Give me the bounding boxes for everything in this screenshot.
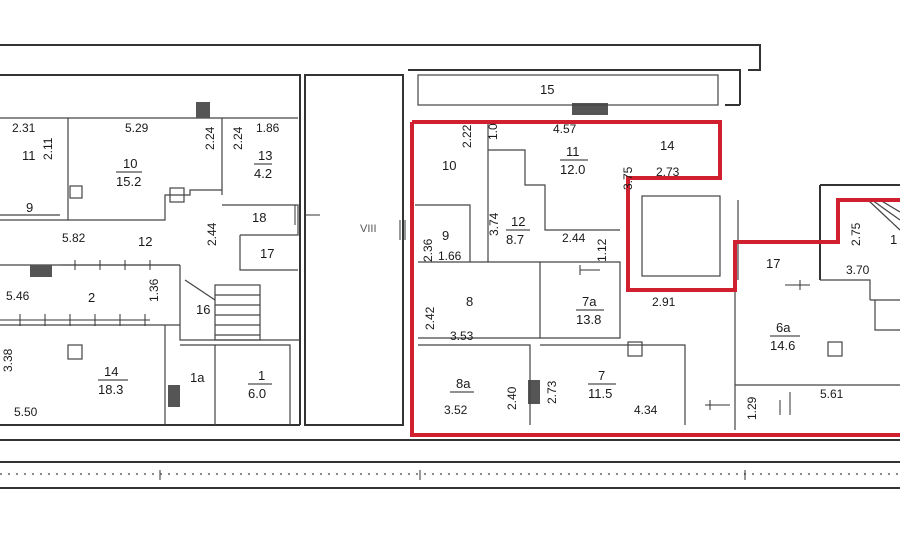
room-13-area: 4.2 — [254, 166, 272, 181]
outer-walls — [0, 44, 900, 489]
room-6a-number: 6a — [776, 320, 791, 335]
room-7-dim-a: 2.73 — [545, 380, 559, 404]
room-6a-area: 14.6 — [770, 338, 795, 353]
dim-5-61: 5.61 — [820, 387, 844, 401]
dim-1-0: 1.0 — [486, 123, 500, 140]
room-15-number: 15 — [540, 82, 554, 97]
room-12-dim-b: 2.44 — [205, 222, 219, 246]
room-9r-dim-a: 2.36 — [421, 238, 435, 262]
room-12-number: 12 — [138, 234, 152, 249]
room-14-dim-bottom: 5.50 — [14, 405, 38, 419]
room-17-number: 17 — [260, 246, 274, 261]
room-11r-dim-side: 3.75 — [621, 166, 635, 190]
room-12r-area: 8.7 — [506, 232, 524, 247]
room-8-dim-b: 3.53 — [450, 329, 474, 343]
room-11r-dim-top: 4.57 — [553, 122, 577, 136]
room-11r-area: 12.0 — [560, 162, 585, 177]
right-block-walls — [415, 74, 900, 430]
stair-label: VIII — [360, 223, 377, 235]
room-7-area: 11.5 — [588, 386, 612, 401]
room-8-dim-a: 2.42 — [423, 306, 437, 330]
room-12-dim-a: 5.82 — [62, 231, 86, 245]
room-13-dim-side: 2.24 — [231, 126, 245, 150]
room-1-area: 6.0 — [248, 386, 266, 401]
room-14r-dim: 2.73 — [656, 165, 680, 179]
fixtures — [67, 185, 843, 360]
room-2-dim-a: 5.46 — [6, 289, 30, 303]
room-11r-number: 11 — [566, 144, 580, 159]
room-7-number: 7 — [598, 368, 605, 383]
staircase-right — [867, 199, 900, 231]
room-10r-number: 10 — [442, 158, 456, 173]
room-10-number: 10 — [123, 156, 137, 171]
room-9r-number: 9 — [442, 228, 449, 243]
room-18-number: 18 — [252, 210, 266, 225]
door-ticks — [0, 205, 810, 480]
room-7a-number: 7a — [582, 294, 597, 309]
room-12r-dim-b: 2.44 — [562, 231, 586, 245]
room-7-dim-b: 4.34 — [634, 403, 658, 417]
room-7a-area: 13.8 — [576, 312, 601, 327]
room-12r-dim-a: 3.74 — [487, 212, 501, 236]
dim-1-12: 1.12 — [595, 238, 609, 262]
room-2-number: 2 — [88, 290, 95, 305]
room-1-number: 1 — [258, 368, 265, 383]
dim-1-29: 1.29 — [745, 396, 759, 420]
room-rt-dim-b: 3.70 — [846, 263, 870, 277]
room-11-dim-top: 2.31 — [12, 121, 36, 135]
room-9r-dim-b: 1.66 — [438, 249, 462, 263]
room-8a-dim-b: 2.40 — [505, 386, 519, 410]
room-10-area: 15.2 — [116, 174, 141, 189]
room-8a-dim-a: 3.52 — [444, 403, 468, 417]
room-8-number: 8 — [466, 294, 473, 309]
room-1a-number: 1a — [190, 370, 205, 385]
room-10-dim-side: 2.24 — [203, 126, 217, 150]
room-10r-dim: 2.22 — [460, 124, 474, 148]
room-11-dim-side: 2.11 — [41, 137, 55, 160]
room-11-number: 11 — [22, 148, 36, 163]
room-13-dim-top: 1.86 — [256, 121, 280, 135]
room-14-area: 18.3 — [98, 382, 123, 397]
room-9-number: 9 — [26, 200, 33, 215]
room-8a-number: 8a — [456, 376, 471, 391]
room-2-dim-b: 1.36 — [147, 278, 161, 302]
room-16-number: 16 — [196, 302, 210, 317]
room-14r-number: 14 — [660, 138, 674, 153]
room-10-dim-top: 5.29 — [125, 121, 149, 135]
room-rt-number: 1 — [890, 232, 897, 247]
room-13-number: 13 — [258, 148, 272, 163]
room-rt-dim-a: 2.75 — [849, 222, 863, 246]
room-12r-number: 12 — [511, 214, 525, 229]
room-14-dim-side: 3.38 — [1, 348, 15, 372]
room-17r-number: 17 — [766, 256, 780, 271]
left-block-walls — [0, 74, 404, 426]
room-7a-dim: 2.91 — [652, 295, 676, 309]
wall-hatching — [30, 102, 608, 407]
staircase-left — [184, 279, 261, 341]
highlight-outline — [410, 120, 900, 437]
room-14-number: 14 — [104, 364, 118, 379]
